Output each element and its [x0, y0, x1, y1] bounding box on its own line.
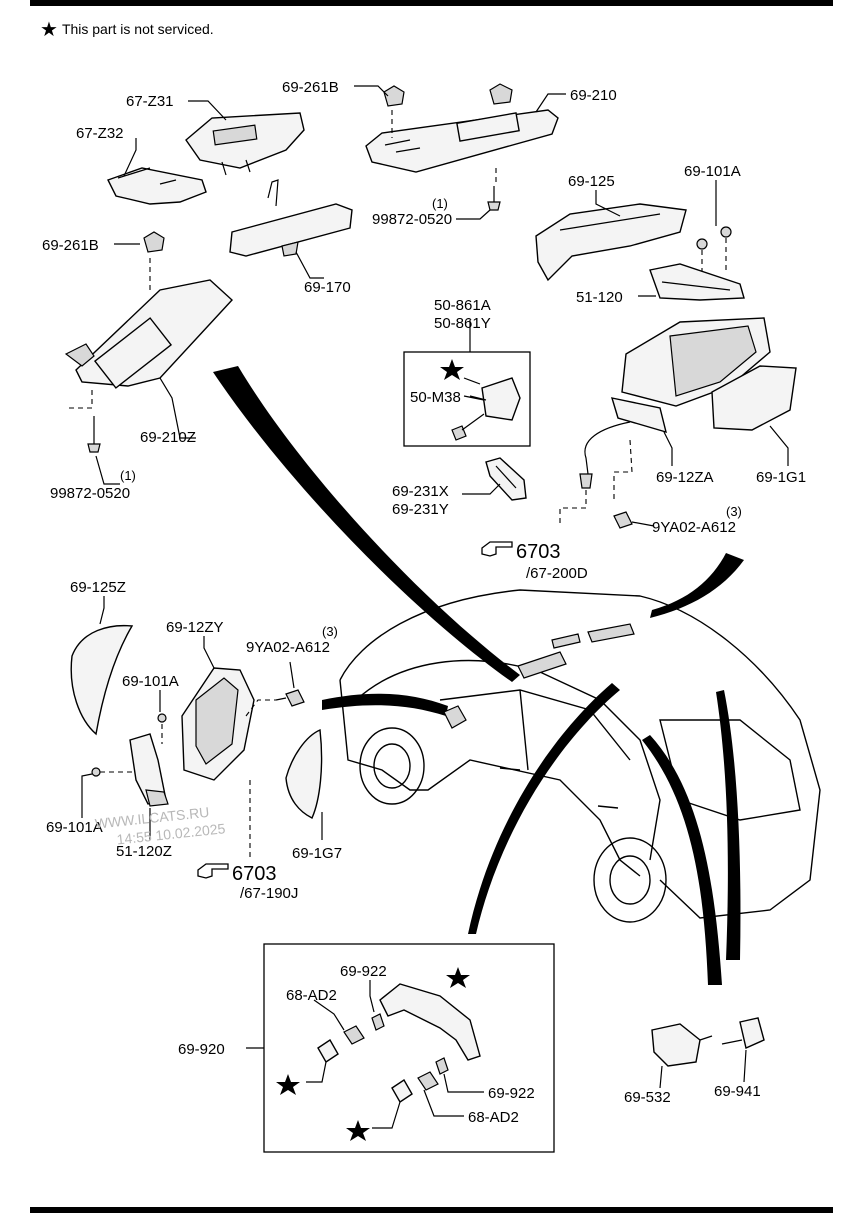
part-69-101a-screw-mid	[157, 713, 167, 744]
label-69-101a-mid: 69-101A	[122, 673, 179, 690]
part-69-532-switch	[651, 1023, 713, 1067]
swoosh-to-rear-switch-a	[642, 735, 722, 985]
star-icon	[446, 967, 470, 988]
part-69-101a-screws-right	[696, 226, 732, 274]
star-icon	[276, 1074, 300, 1095]
label-68-ad2-bot: 68-AD2	[468, 1109, 519, 1126]
label-69-261b-top: 69-261B	[282, 79, 339, 96]
label-67-z32: 67-Z32	[76, 125, 124, 142]
star-icon	[440, 359, 464, 380]
part-9ya02-bolt-left	[275, 689, 305, 707]
part-69-210z-sun-visor-left	[64, 258, 233, 409]
bottom-border-rule	[30, 1207, 833, 1213]
label-69-125z: 69-125Z	[70, 579, 126, 596]
label-50-861a: 50-861A	[434, 297, 491, 314]
watermark: WWW.ILCATS.RU 14:55 10.02.2025	[94, 804, 226, 848]
label-9ya02-left: 9YA02-A612	[246, 639, 330, 656]
label-69-532: 69-532	[624, 1089, 671, 1106]
not-serviced-note: ★This part is not serviced.	[40, 17, 214, 42]
pointing-hand-icon	[197, 863, 229, 879]
label-69-210: 69-210	[570, 87, 617, 104]
label-9ya02-right: 9YA02-A612	[652, 519, 736, 536]
swoosh-to-left-mirror	[322, 693, 448, 716]
label-99872-left-qty: (1)	[120, 468, 136, 483]
label-69-261b-left: 69-261B	[42, 237, 99, 254]
label-99872-left: 99872-0520	[50, 485, 130, 502]
label-51-120z: 51-120Z	[116, 843, 172, 860]
part-69-261b-clip-top	[383, 85, 405, 107]
label-99872-top-qty: (1)	[432, 196, 448, 211]
label-ref-67-190j: /67-190J	[240, 885, 298, 902]
not-serviced-text: This part is not serviced.	[61, 21, 214, 37]
part-99872-screw-top	[487, 186, 501, 211]
part-51-120z-mirror-bracket-left	[129, 733, 169, 807]
label-69-12zy: 69-12ZY	[166, 619, 224, 636]
part-67-z32-console-lens	[107, 167, 207, 205]
label-ref-6703-right: 6703	[516, 541, 561, 563]
label-99872-top: 99872-0520	[372, 211, 452, 228]
label-69-231x: 69-231X	[392, 483, 449, 500]
part-69-101a-screw-low	[91, 767, 134, 777]
part-69-941-bulb-socket	[721, 1017, 765, 1049]
label-50-m38: 50-M38	[410, 389, 461, 406]
label-51-120: 51-120	[576, 289, 623, 306]
label-69-922-top: 69-922	[340, 963, 387, 980]
part-69-261b-clip-left	[143, 231, 165, 253]
swoosh-to-left-visor	[213, 366, 520, 682]
star-icon: ★	[40, 19, 58, 41]
label-ref-6703-left: 6703	[232, 863, 277, 885]
part-69-170-rearview-mirror	[229, 179, 353, 257]
label-69-12za: 69-12ZA	[656, 469, 714, 486]
label-50-861y: 50-861Y	[434, 315, 491, 332]
label-67-z31: 67-Z31	[126, 93, 174, 110]
top-border-rule	[30, 0, 833, 6]
label-69-1g1: 69-1G1	[756, 469, 806, 486]
star-icon	[346, 1120, 370, 1141]
part-67-z31-overhead-console	[185, 112, 305, 176]
label-69-210z: 69-210Z	[140, 429, 196, 446]
label-68-ad2-top: 68-AD2	[286, 987, 337, 1004]
label-9ya02-right-qty: (3)	[726, 504, 742, 519]
label-69-125: 69-125	[568, 173, 615, 190]
label-9ya02-left-qty: (3)	[322, 624, 338, 639]
part-69-210-sun-visor-right	[365, 83, 559, 186]
part-69-125z-mirror-cover-left	[70, 624, 134, 736]
label-ref-67-200d: /67-200D	[526, 565, 588, 582]
part-50-861-box	[403, 351, 531, 447]
label-69-920: 69-920	[178, 1041, 225, 1058]
label-69-922-bot: 69-922	[488, 1085, 535, 1102]
label-69-231y: 69-231Y	[392, 501, 449, 518]
part-69-12za-door-mirror-right	[559, 317, 771, 526]
part-9ya02-bolt-right	[613, 511, 633, 529]
pointing-hand-icon	[481, 541, 513, 557]
part-69-231x-bezel	[485, 457, 527, 501]
label-69-101a-top: 69-101A	[684, 163, 741, 180]
part-51-120-mirror-bracket	[649, 263, 745, 301]
label-69-941: 69-941	[714, 1083, 761, 1100]
part-99872-screw-left	[87, 416, 101, 453]
part-69-1g7-mirror-glass-left	[285, 728, 323, 819]
swoosh-to-right-mirror	[650, 553, 744, 618]
label-69-170: 69-170	[304, 279, 351, 296]
leader-lines	[81, 85, 789, 1129]
swoosh-to-rear-switch-b	[716, 690, 741, 960]
label-69-101a-low: 69-101A	[46, 819, 103, 836]
part-69-920-grab-handle-box	[263, 943, 555, 1153]
vehicle-illustration	[339, 589, 821, 923]
part-69-1g1-mirror-glass-right	[711, 365, 797, 431]
part-69-12zy-door-mirror-left	[181, 667, 276, 860]
label-69-1g7: 69-1G7	[292, 845, 342, 862]
